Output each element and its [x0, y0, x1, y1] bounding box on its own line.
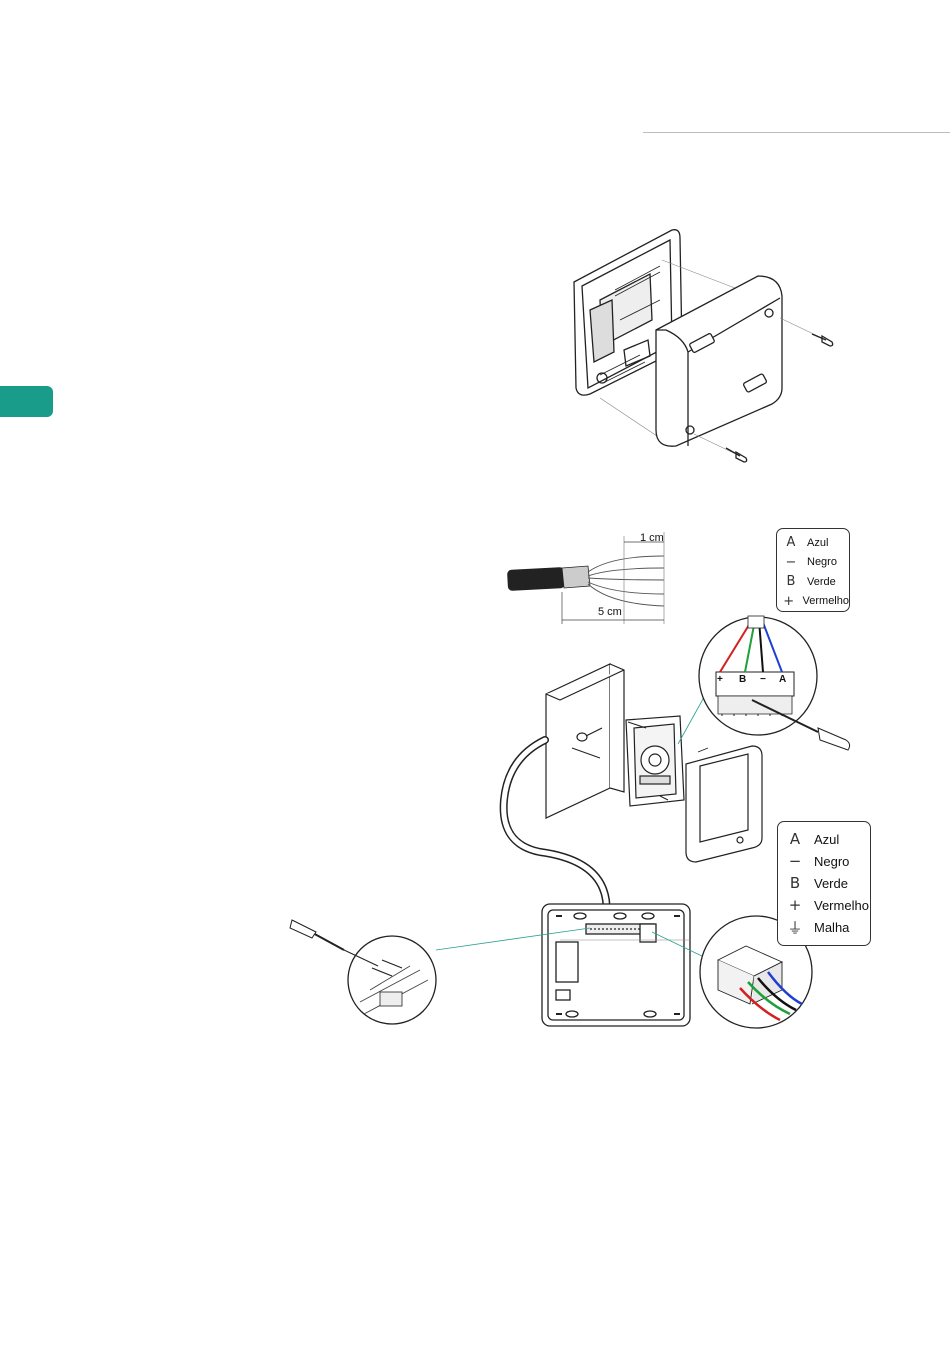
legend-row-azul: A Azul: [783, 533, 849, 553]
legend-label: Verde: [807, 576, 836, 588]
terminal-label-plus: +: [717, 674, 723, 685]
legend-label: Verde: [814, 876, 848, 891]
terminal-plus-symbol: +: [783, 594, 795, 609]
legend-row-vermelho: + Vermelho: [786, 894, 870, 916]
terminal-a-symbol: A: [783, 535, 799, 550]
ground-icon: ⏚: [786, 917, 804, 938]
legend-row-azul: A Azul: [786, 828, 870, 850]
strip-length-long: 5 cm: [598, 606, 622, 618]
legend-row-verde: B Verde: [786, 872, 870, 894]
legend-label: Negro: [814, 854, 849, 869]
module-exploded-view: [574, 230, 833, 462]
zoom-box-screws: [290, 920, 436, 1024]
legend-label: Negro: [807, 556, 837, 568]
control-box: [542, 904, 690, 1026]
terminal-b-symbol: B: [783, 574, 799, 589]
legend-row-negro: − Negro: [786, 850, 870, 872]
terminal-label-minus: −: [760, 674, 766, 685]
legend-label: Vermelho: [814, 898, 869, 913]
legend-label: Azul: [807, 537, 828, 549]
terminal-label-a: A: [779, 674, 786, 685]
legend-label: Vermelho: [803, 595, 849, 607]
legend-label: Malha: [814, 920, 849, 935]
legend-row-verde: B Verde: [783, 572, 849, 592]
terminal-b-symbol: B: [786, 874, 804, 892]
terminal-plus-symbol: +: [786, 896, 804, 914]
legend-row-vermelho: + Vermelho: [783, 592, 849, 612]
legend-row-malha: ⏚ Malha: [786, 916, 870, 938]
cable-strip-diagram: [508, 532, 664, 624]
strip-length-short: 1 cm: [640, 532, 664, 544]
terminal-a-symbol: A: [786, 830, 804, 848]
terminal-minus-symbol: −: [786, 852, 804, 870]
wire-color-legend-large: A Azul − Negro B Verde + Vermelho ⏚ Malh…: [777, 821, 871, 946]
legend-row-negro: − Negro: [783, 553, 849, 573]
wire-color-legend-small: A Azul − Negro B Verde + Vermelho: [776, 528, 850, 612]
legend-label: Azul: [814, 832, 839, 847]
terminal-label-b: B: [739, 674, 746, 685]
terminal-minus-symbol: −: [783, 555, 799, 570]
